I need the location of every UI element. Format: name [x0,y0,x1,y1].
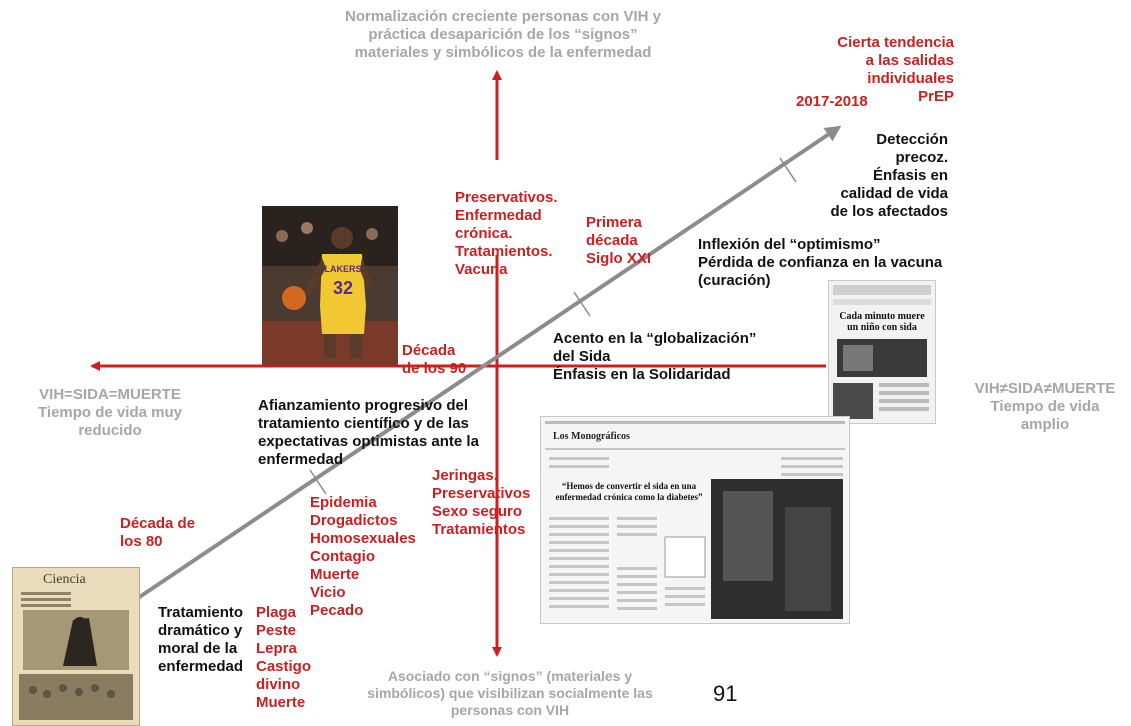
list-epidemia: Epidemia Drogadictos Homosexuales Contag… [310,494,416,619]
consolidation-text: Afianzamiento progresivo del tratamiento… [258,397,479,468]
era-2017-label: 2017-2018 [796,93,868,110]
detection-text: Detección precoz. Énfasis en calidad de … [830,131,948,220]
bottom-pole-label: Asociado con “signos” (materiales y simb… [367,668,653,718]
jersey-number: 32 [333,278,353,298]
newspaper-clipping-middle: Los Monográficos “Hemos de convertir el … [540,416,850,624]
ciencia-title: Ciencia [43,572,86,587]
era-2000s-label: Primera década Siglo XXI [586,214,652,267]
top-pole-label: Normalización creciente personas con VIH… [345,8,661,61]
era-90s-label: Década de los 90 [402,342,467,377]
newspaper-clipping-ciencia: Ciencia [12,567,140,726]
list-jeringas: Jeringas. Preservativos Sexo seguro Trat… [432,467,531,538]
middle-clipping-masthead: Los Monográficos [553,431,630,442]
list-preservativos: Preservativos. Enfermedad crónica. Trata… [455,189,558,278]
page-number: 91 [713,681,738,706]
era-80s-label: Década de los 80 [120,515,196,550]
right-pole-label: VIH≠SIDA≠MUERTE Tiempo de vida amplio [974,380,1116,433]
basketball-player-photo: LAKERS 32 [262,206,398,366]
list-plaga: Plaga Peste Lepra Castigo divino Muerte [256,604,312,711]
timeline-tick [309,469,327,495]
middle-clipping-headline: “Hemos de convertir el sida en una enfer… [555,481,703,502]
globalization-text: Acento en la “globalización” del Sida Én… [553,330,757,383]
newspaper-clipping-right: Cada minuto muere un niño con sida [828,280,936,424]
optimism-text: Inflexión del “optimismo” Pérdida de con… [698,236,943,289]
trend-prep-label: Cierta tendencia a las salidas individua… [837,34,954,105]
left-pole-label: VIH=SIDA=MUERTE Tiempo de vida muy reduc… [38,386,182,439]
right-clipping-headline: Cada minuto muere un niño con sida [839,311,925,333]
timeline-tick [573,291,591,317]
treatment-80s-text: Tratamiento dramático y moral de la enfe… [158,604,244,675]
jersey-team: LAKERS [324,264,361,274]
